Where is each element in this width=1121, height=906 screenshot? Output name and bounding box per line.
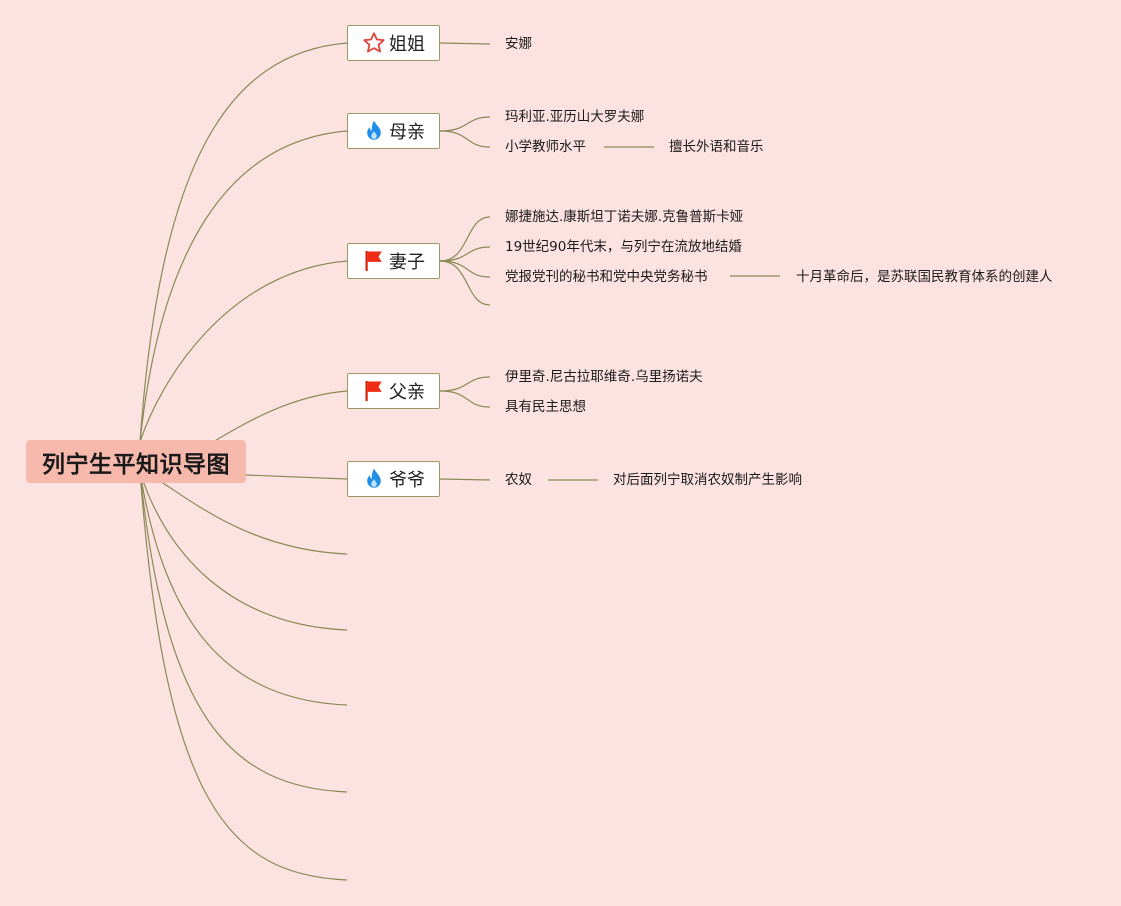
fire-icon <box>362 467 386 491</box>
leaf-topic[interactable]: 玛利亚.亚历山大罗夫娜 <box>505 109 645 125</box>
leaf-topic[interactable]: 党报党刊的秘书和党中央党务秘书 <box>505 269 708 285</box>
leaf-topic[interactable]: 19世纪90年代末，与列宁在流放地结婚 <box>505 239 742 255</box>
empty-branch-connector <box>139 471 348 706</box>
leaf-connector <box>439 42 491 45</box>
leaf-connector <box>439 376 491 392</box>
leaf-topic[interactable]: 娜捷施达.康斯坦丁诺夫娜.克鲁普斯卡娅 <box>505 209 744 225</box>
leaf-connector <box>439 216 491 262</box>
branch-node-label: 母亲 <box>389 122 425 143</box>
root-topic-label: 列宁生平知识导图 <box>42 451 230 478</box>
leaf-connector <box>439 246 491 262</box>
branch-node-label: 父亲 <box>389 382 425 403</box>
sub-leaf-topic[interactable]: 对后面列宁取消农奴制产生影响 <box>613 472 802 488</box>
branch-node-grandfather[interactable]: 爷爷 <box>347 461 440 497</box>
sub-leaf-topic[interactable]: 擅长外语和音乐 <box>669 139 764 155</box>
leaf-connector <box>439 478 491 481</box>
root-topic[interactable]: 列宁生平知识导图 <box>26 440 246 483</box>
leaf-topic[interactable]: 农奴 <box>505 472 532 488</box>
branch-node-label: 姐姐 <box>389 34 425 55</box>
red-flag-icon <box>362 379 386 403</box>
leaf-topic[interactable]: 伊里奇.尼古拉耶维奇.乌里扬诺夫 <box>505 369 703 385</box>
red-flag-icon <box>362 249 386 273</box>
branch-node-label: 妻子 <box>389 252 425 273</box>
leaf-topic[interactable]: 具有民主思想 <box>505 399 586 415</box>
fire-icon <box>362 119 386 143</box>
leaf-connector <box>439 260 491 278</box>
empty-branch-connector <box>139 471 348 631</box>
branch-connector <box>139 130 348 443</box>
star-icon <box>362 31 386 55</box>
branch-node-label: 爷爷 <box>389 470 425 491</box>
empty-branch-connector <box>139 471 348 793</box>
empty-branch-connector <box>139 471 348 881</box>
leaf-connector <box>439 130 491 148</box>
leaf-connector <box>439 390 491 408</box>
empty-branch-connector <box>139 471 348 555</box>
branch-connector <box>139 260 348 443</box>
leaf-topic[interactable]: 安娜 <box>505 36 532 52</box>
branch-node-mother[interactable]: 母亲 <box>347 113 440 149</box>
leaf-topic[interactable]: 小学教师水平 <box>505 139 586 155</box>
branch-node-sister[interactable]: 姐姐 <box>347 25 440 61</box>
branch-node-father[interactable]: 父亲 <box>347 373 440 409</box>
leaf-connector <box>439 260 491 306</box>
branch-connector <box>245 474 348 480</box>
branch-connector <box>139 42 348 443</box>
branch-node-wife[interactable]: 妻子 <box>347 243 440 279</box>
leaf-connector <box>439 116 491 132</box>
sub-leaf-topic[interactable]: 十月革命后，是苏联国民教育体系的创建人 <box>796 269 1053 285</box>
